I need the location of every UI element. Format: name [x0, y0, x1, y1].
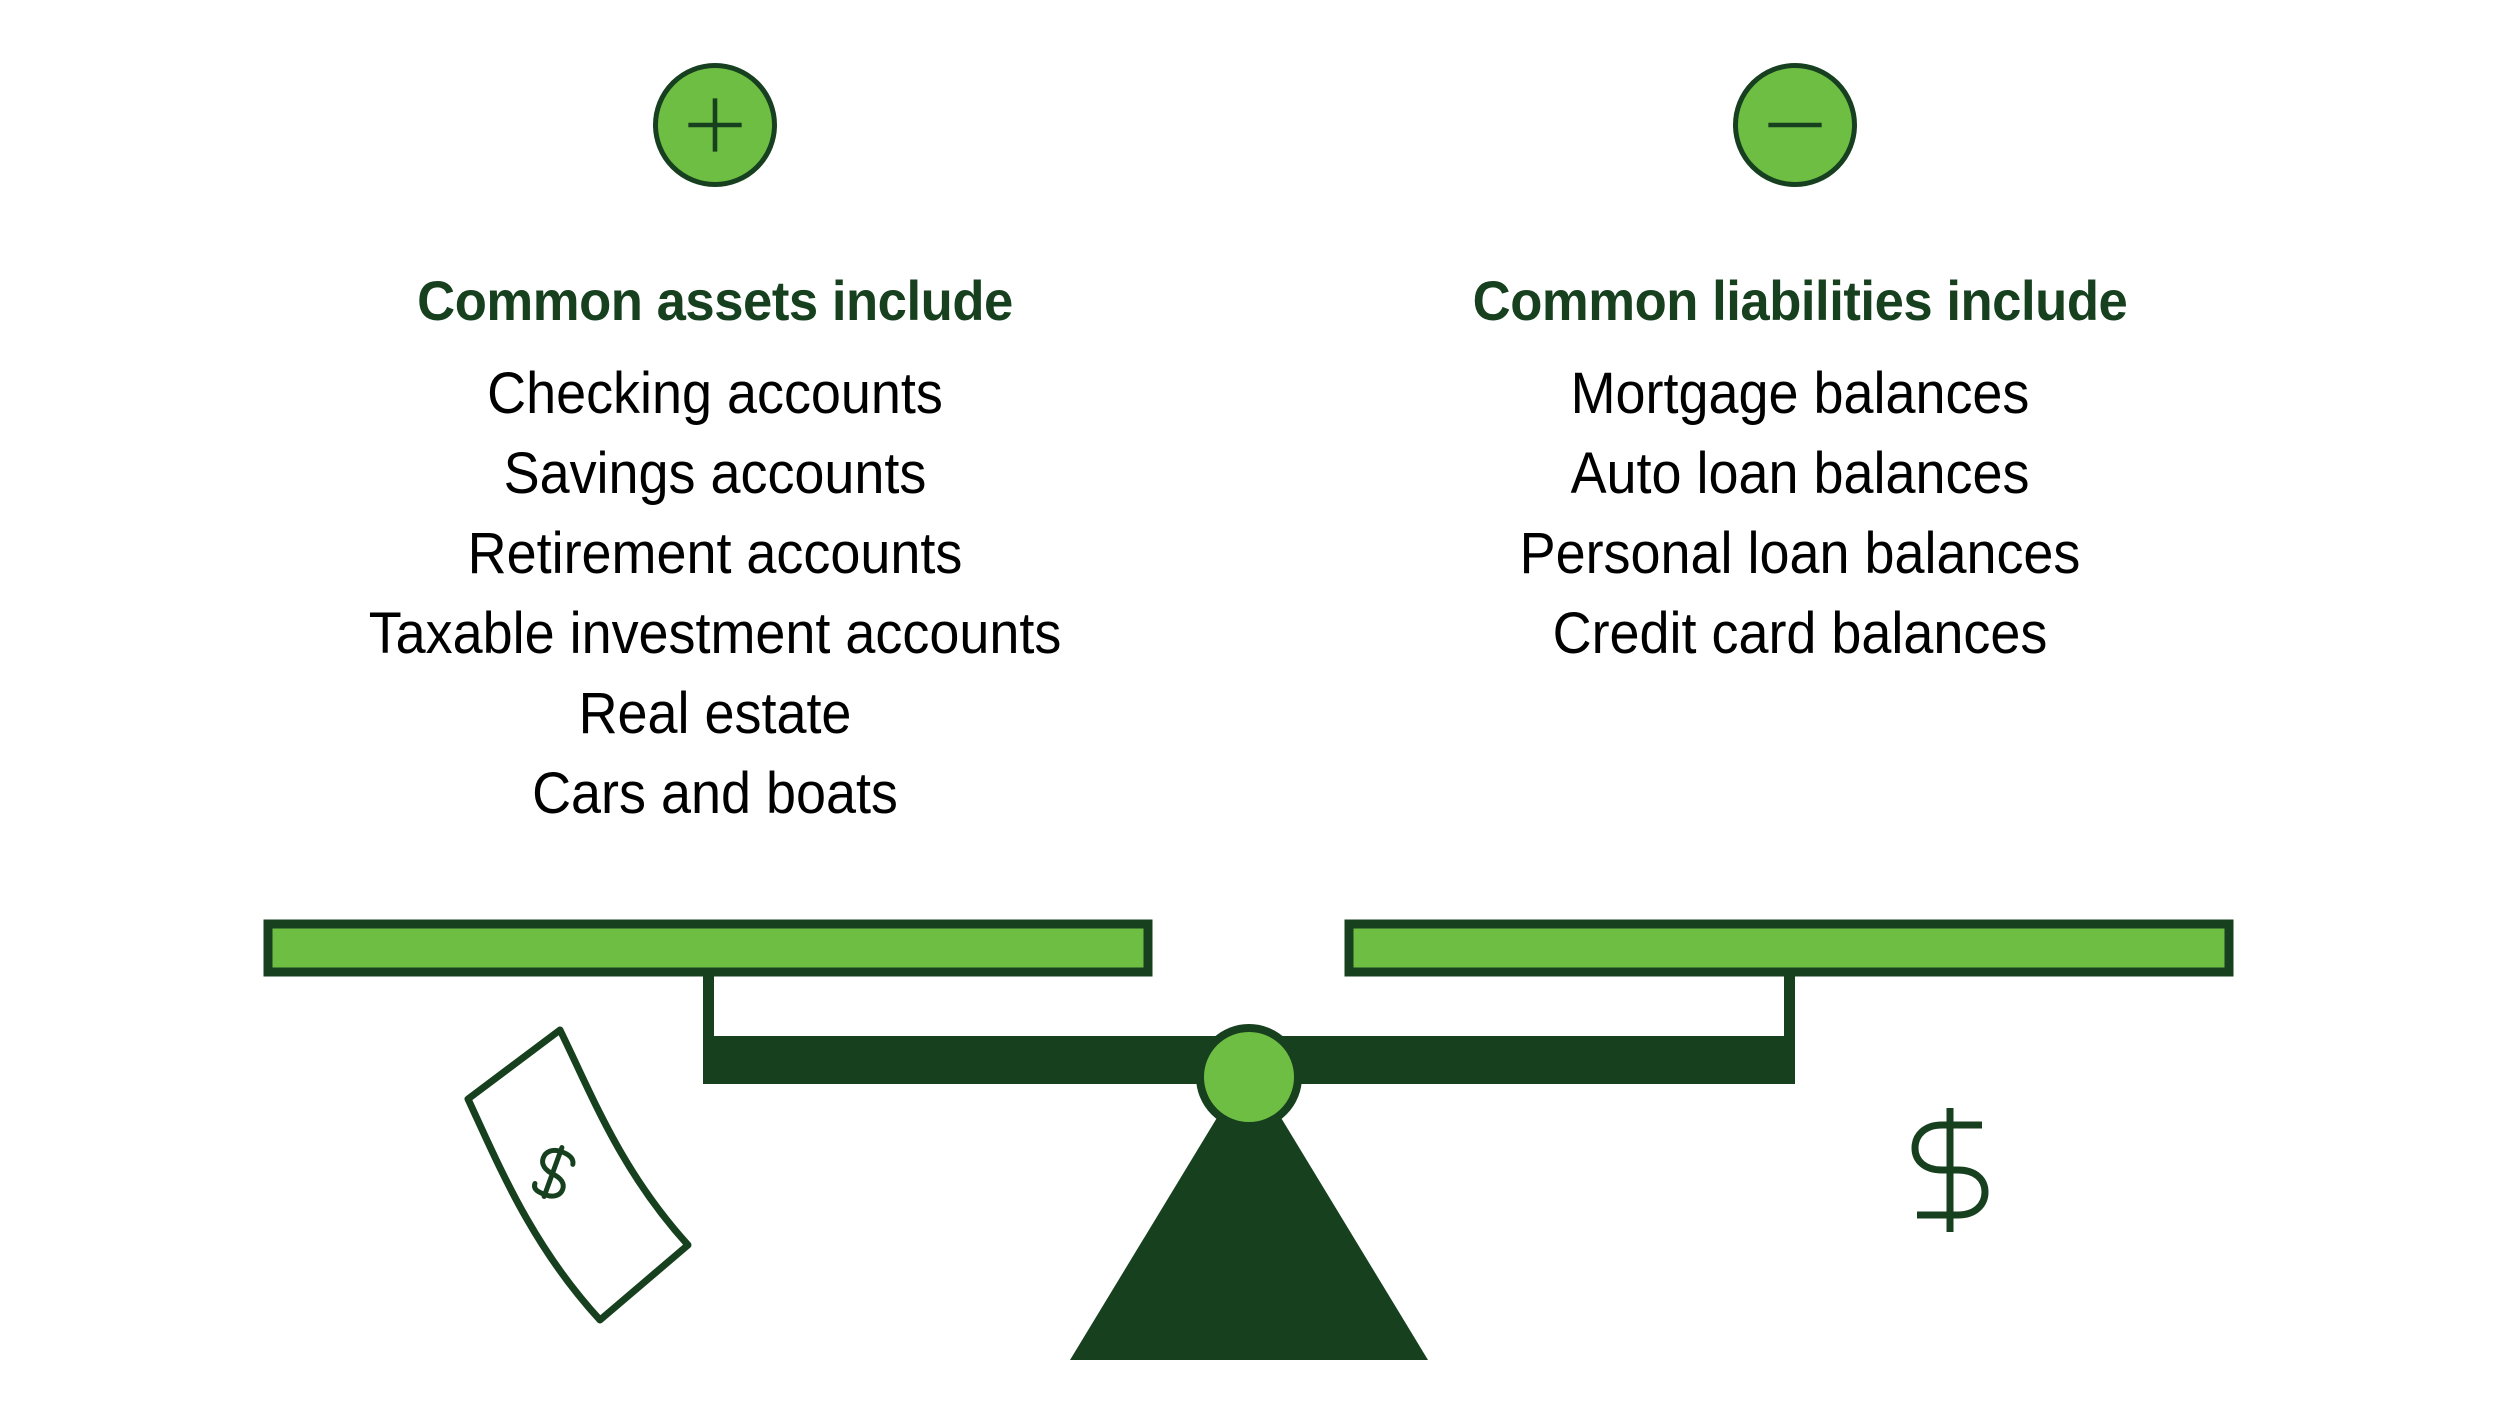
dollar-sign-icon	[1911, 1108, 1989, 1232]
list-item: Retirement accounts	[467, 521, 963, 586]
liabilities-column: Common liabilities include Mortgage bala…	[1300, 268, 2300, 674]
assets-heading: Common assets include	[417, 269, 1013, 332]
plus-icon	[653, 63, 777, 187]
assets-pan	[263, 919, 1153, 977]
list-item: Savings accounts	[503, 441, 927, 506]
list-item: Cars and boats	[532, 761, 898, 826]
scale-beam	[703, 1036, 1795, 1084]
scale-fulcrum	[1070, 1065, 1428, 1360]
banknote-icon	[464, 1026, 692, 1324]
left-hanger	[703, 972, 714, 1050]
list-item: Real estate	[578, 681, 852, 746]
minus-icon	[1733, 63, 1857, 187]
liabilities-pan	[1344, 919, 2234, 977]
list-item: Taxable investment accounts	[368, 601, 1062, 666]
list-item: Credit card balances	[1552, 601, 2048, 666]
list-item: Personal loan balances	[1519, 521, 2081, 586]
assets-list: Checking accounts Savings accounts Retir…	[215, 354, 1215, 834]
liabilities-heading: Common liabilities include	[1472, 269, 2128, 332]
list-item: Auto loan balances	[1570, 441, 2030, 506]
assets-column: Common assets include Checking accounts …	[215, 268, 1215, 834]
list-item: Checking accounts	[487, 361, 943, 426]
right-hanger	[1784, 972, 1795, 1050]
liabilities-list: Mortgage balances Auto loan balances Per…	[1300, 354, 2300, 674]
scale-pivot	[1196, 1024, 1302, 1130]
list-item: Mortgage balances	[1570, 361, 2030, 426]
